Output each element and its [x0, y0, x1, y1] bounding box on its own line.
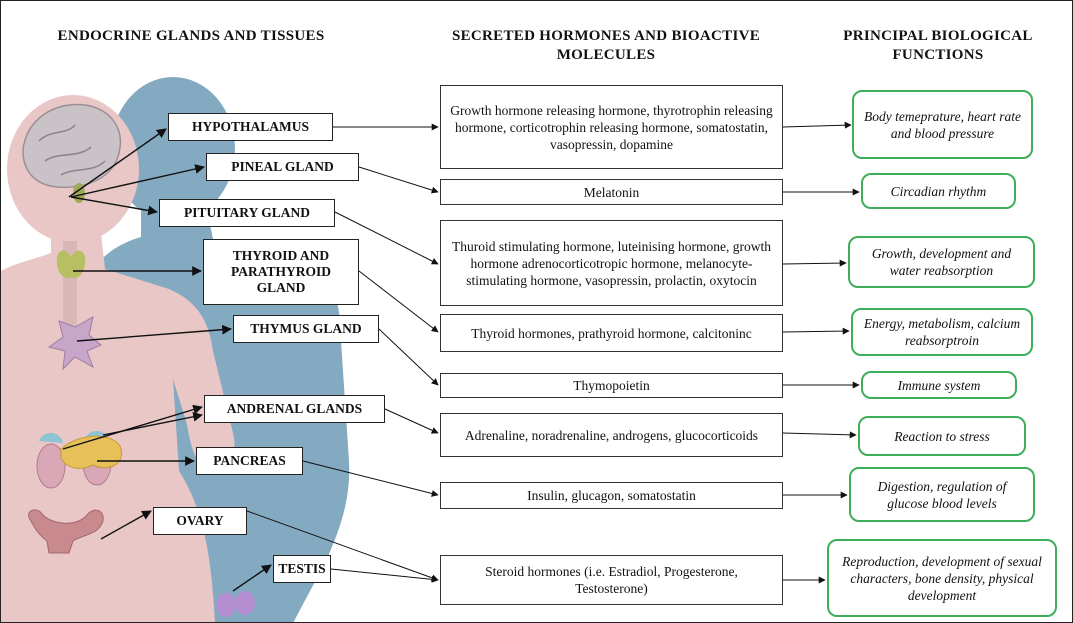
hormones-gonads: Steroid hormones (i.e. Estradiol, Proges…	[440, 555, 783, 605]
function-pineal: Circadian rhythm	[861, 173, 1016, 209]
gland-thymus: THYMUS GLAND	[233, 315, 379, 343]
hormone-to-function-arrows	[782, 121, 860, 584]
gland-hypothalamus: HYPOTHALAMUS	[168, 113, 333, 141]
gland-to-hormone-arrows	[246, 123, 439, 583]
hormones-thymus: Thymopoietin	[440, 373, 783, 398]
ovary-illustration	[28, 509, 104, 554]
header-functions: PRINCIPAL BIOLOGICAL FUNCTIONS	[843, 28, 1033, 63]
function-thyroid: Energy, metabolism, calcium reabsorptroi…	[851, 308, 1033, 356]
function-adrenal: Reaction to stress	[858, 416, 1026, 456]
gland-thyroid-parathyroid: THYROID AND PARATHYROID GLAND	[203, 239, 359, 305]
function-pancreas: Digestion, regulation of glucose blood l…	[849, 467, 1035, 522]
function-pituitary: Growth, development and water reabsorpti…	[848, 236, 1035, 288]
hormones-adrenal: Adrenaline, noradrenaline, androgens, gl…	[440, 413, 783, 457]
function-gonads: Reproduction, development of sexual char…	[827, 539, 1057, 617]
organ-arrows	[62, 128, 272, 592]
gland-pituitary: PITUITARY GLAND	[159, 199, 335, 227]
hormones-thyroid: Thyroid hormones, prathyroid hormone, ca…	[440, 314, 783, 352]
gland-pineal: PINEAL GLAND	[206, 153, 359, 181]
gland-ovary: OVARY	[153, 507, 247, 535]
gland-pancreas: PANCREAS	[196, 447, 303, 475]
hormones-pancreas: Insulin, glucagon, somatostatin	[440, 482, 783, 509]
testis-illustration	[216, 591, 255, 617]
hormones-hypothalamus: Growth hormone releasing hormone, thyrot…	[440, 85, 783, 169]
hormones-pineal: Melatonin	[440, 179, 783, 205]
header-glands: ENDOCRINE GLANDS AND TISSUES	[57, 28, 325, 44]
header-hormones: SECRETED HORMONES AND BIOACTIVE MOLECULE…	[451, 28, 761, 63]
function-thymus: Immune system	[861, 371, 1017, 399]
gland-adrenal: ANDRENAL GLANDS	[204, 395, 385, 423]
function-hypothalamus: Body temeprature, heart rate and blood p…	[852, 90, 1033, 159]
gland-testis: TESTIS	[273, 555, 331, 583]
thymus-illustration	[47, 316, 102, 371]
hormones-pituitary: Thuroid stimulating hormone, luteinising…	[440, 220, 783, 306]
